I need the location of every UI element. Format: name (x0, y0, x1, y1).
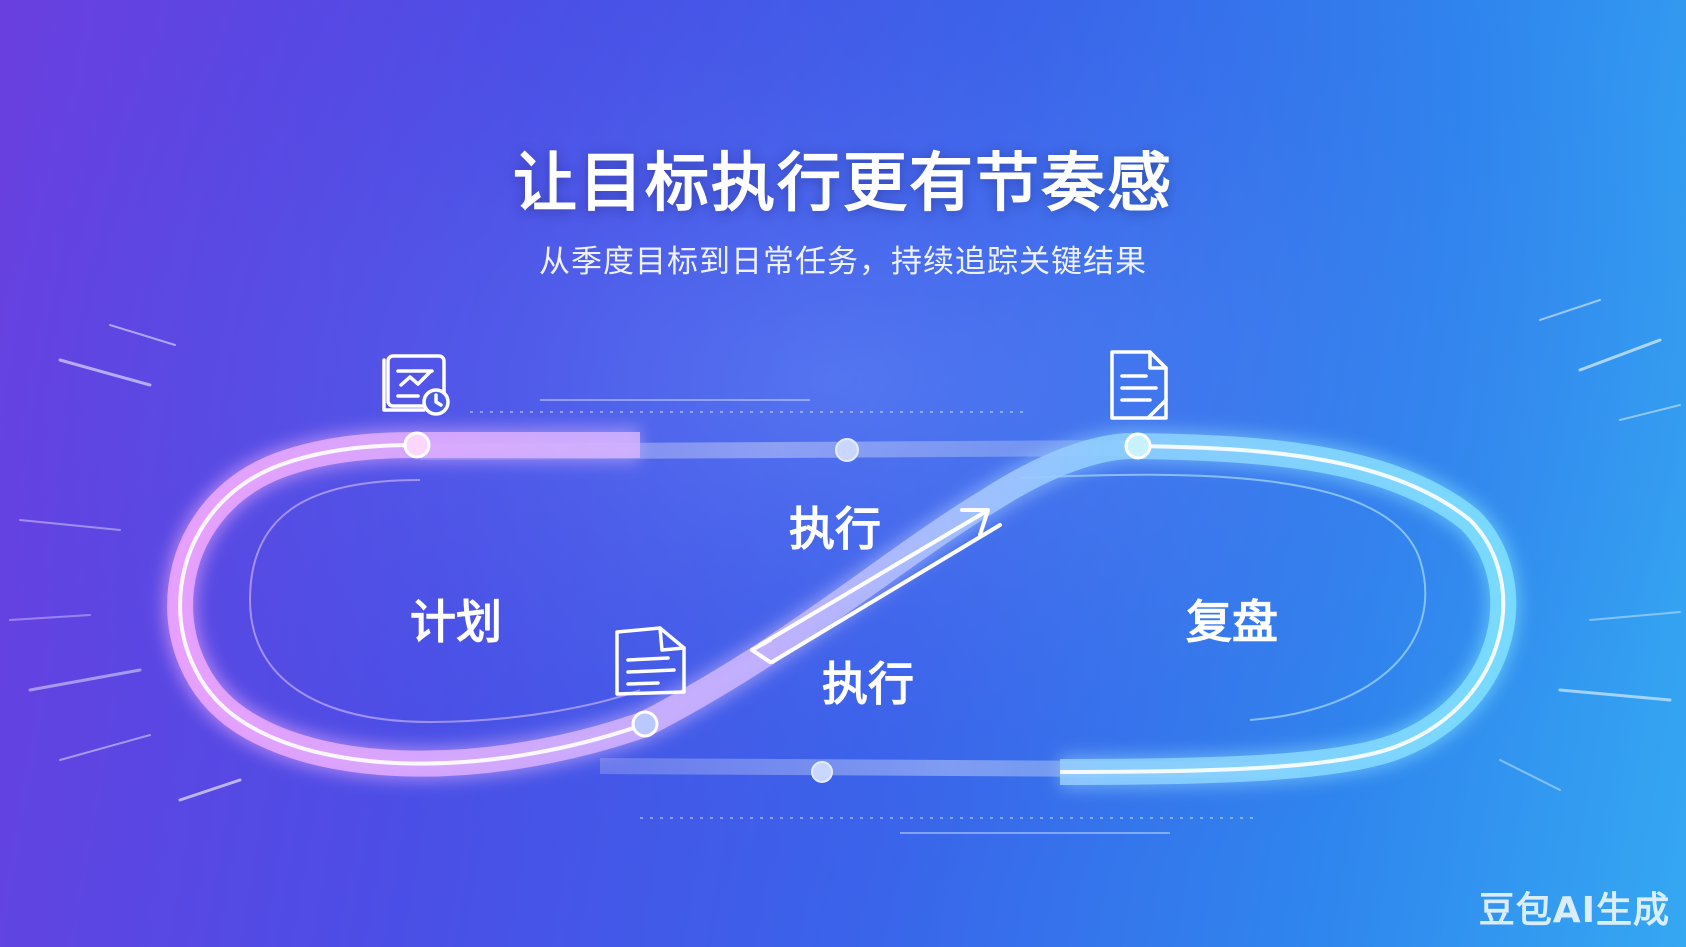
stage-label-review: 复盘 (1186, 595, 1278, 649)
node-bottom-middle (811, 761, 833, 783)
node-review-start (1124, 432, 1152, 460)
inner-left-guide (248, 479, 641, 724)
watermark: 豆包AI生成 (1478, 890, 1670, 931)
infinity-loop (167, 432, 1517, 785)
page-subtitle: 从季度目标到日常任务，持续追踪关键结果 (539, 244, 1147, 280)
execute-arrows (750, 508, 1002, 664)
report-chart-clock-icon (382, 354, 450, 416)
node-top-middle (835, 438, 859, 462)
stage-label-execute-lower: 执行 (822, 657, 914, 711)
node-execute-bottom (631, 710, 659, 738)
stage-label-plan: 计划 (410, 595, 502, 649)
stage-label-execute-upper: 执行 (789, 502, 881, 556)
page-title: 让目标执行更有节奏感 (513, 147, 1173, 221)
node-plan-start (403, 431, 431, 459)
infinity-loop-edge (178, 443, 1506, 774)
inner-right-guide (1019, 473, 1427, 721)
file-lines-icon (615, 626, 686, 696)
document-icon (1110, 350, 1168, 420)
